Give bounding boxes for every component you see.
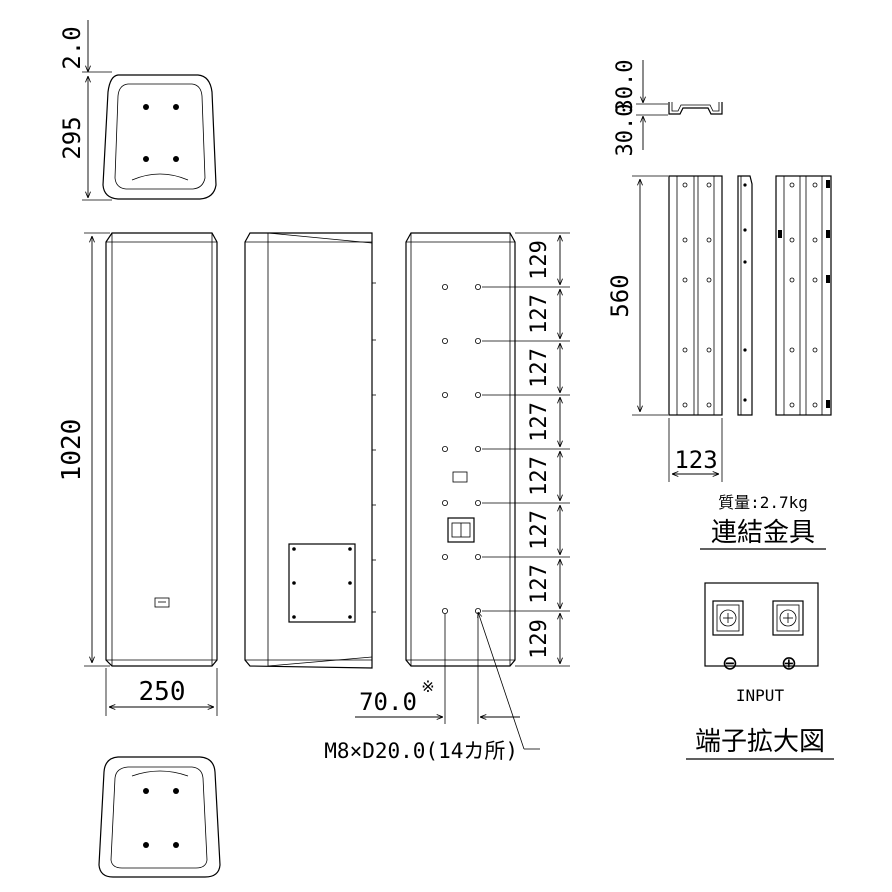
dim-width-text: 250 [139, 677, 186, 707]
bracket-title: 連結金具 [711, 518, 815, 548]
top-view [102, 74, 217, 200]
rear-logo-icon [452, 471, 468, 483]
dim-rear-pitch: 129 127 127 127 127 127 127 129 [482, 232, 570, 667]
dim-top-depth: 295 [58, 76, 112, 201]
side-view [244, 232, 376, 669]
rear-terminal-plate [447, 517, 475, 543]
terminal-plus [772, 600, 804, 636]
dim-width: 250 [105, 668, 218, 716]
dim-pitch-7: 127 [527, 564, 552, 604]
terminal-title: 端子拡大図 [695, 727, 825, 757]
dim-bracket-length: 560 [606, 175, 668, 416]
terminal-minus [712, 600, 744, 636]
bracket-front [668, 175, 723, 416]
dim-pitch-8: 129 [527, 619, 552, 659]
dim-top-gap-text: 2.0 [58, 26, 86, 69]
terminal-input-label: INPUT [736, 686, 785, 705]
rear-mounting-holes [441, 283, 481, 615]
dim-height: 1020 [57, 232, 110, 667]
dim-hole-offset-mark: ※ [421, 677, 434, 696]
dim-bracket-length-text: 560 [606, 274, 634, 317]
dim-height-text: 1020 [57, 419, 87, 482]
dim-bracket-width-text: 123 [674, 446, 717, 474]
dim-hole-offset: 70.0 ※ [355, 614, 520, 724]
front-view [105, 232, 218, 667]
terminal-panel: ⊖ ⊕ [704, 582, 819, 677]
bottom-view [98, 756, 221, 878]
terminal-plus-icon: ⊕ [782, 649, 796, 677]
bracket-side [737, 175, 753, 416]
dim-bracket-thickness-text-1: 30.0 [613, 60, 638, 113]
rear-view [405, 232, 516, 667]
dim-bracket-thickness: 30.0 30.0 [613, 60, 668, 157]
dim-top-gap: 2.0 [58, 20, 112, 73]
dim-pitch-4: 127 [527, 402, 552, 442]
bracket-back [775, 175, 832, 416]
dim-pitch-2: 127 [527, 294, 552, 334]
bracket-mass: 質量:2.7kg [718, 493, 808, 512]
bolt-spec-text: M8×D20.0(14カ所) [324, 739, 518, 763]
dim-pitch-6: 127 [527, 510, 552, 550]
dim-bracket-thickness-text-2: 30.0 [613, 104, 638, 157]
bolt-leader: M8×D20.0(14カ所) [324, 612, 540, 763]
terminal-minus-icon: ⊖ [723, 649, 737, 677]
dim-top-depth-text: 295 [58, 116, 86, 159]
dim-hole-offset-text: 70.0 [359, 688, 417, 716]
front-logo-icon [154, 597, 170, 608]
dim-pitch-3: 127 [527, 348, 552, 388]
dim-pitch-1: 129 [527, 240, 552, 280]
bracket-profile [668, 102, 723, 115]
dim-pitch-5: 127 [527, 456, 552, 496]
dim-bracket-width: 123 [668, 418, 723, 482]
side-panel [288, 543, 356, 623]
